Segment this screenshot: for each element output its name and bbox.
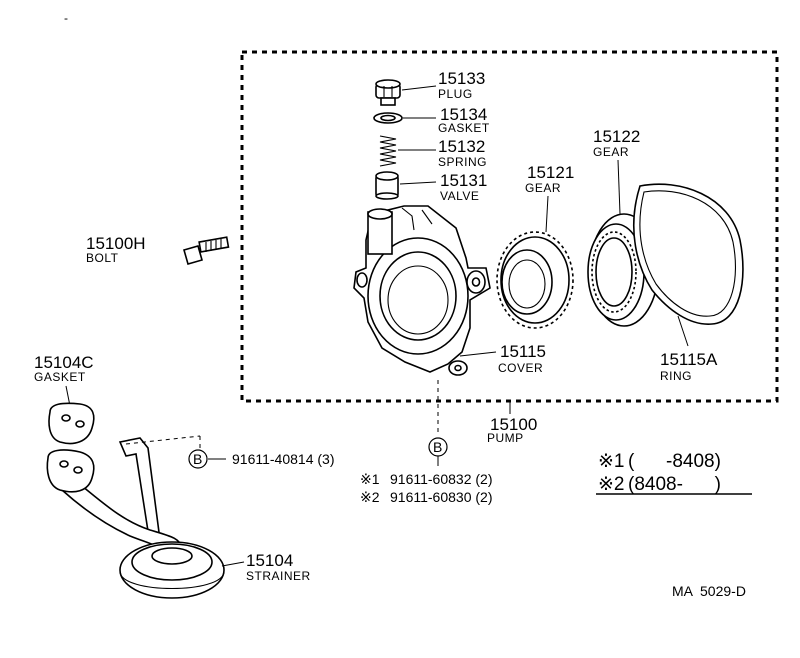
cover-part-name: COVER [498,361,543,375]
pump-bolt-part[interactable] [183,236,230,265]
drawing-code: MA 5029-D [672,583,746,599]
fastener-2-code: 91611-60830 (2) [390,489,492,505]
plug-gasket-number: 15134 [440,105,487,124]
driven-gear-part[interactable] [587,213,659,327]
strainer-part-number: 15104 [246,551,293,570]
fastener-1-mark: ※1 [360,471,380,487]
strainer-part-name: STRAINER [246,569,311,583]
plug-part[interactable] [375,79,401,106]
note-2-mark: ※2 [598,474,625,495]
driven-gear-leader [617,159,621,215]
pump-cover-part[interactable] [353,205,491,376]
note-1-range: ( -8408) [628,451,721,472]
valve-part-number: 15131 [440,171,487,190]
spring-part-name: SPRING [438,155,487,169]
fastener-0-code: 91611-40814 (3) [232,451,334,467]
valve-leader [399,181,437,185]
drive-gear-name: GEAR [525,181,561,195]
ring-leader [677,315,689,347]
driven-gear-number: 15122 [593,127,640,146]
svg-text:B: B [433,439,442,455]
spring-part-number: 15132 [438,137,485,156]
strainer-leader [221,561,245,567]
bolt-marker-b: B [428,437,448,457]
pump-assembly-boundary [240,50,779,403]
fastener-marker-b: B [188,449,208,469]
bolt-part-number: 15100H [86,234,146,253]
ring-part-number: 15115A [660,350,718,369]
plug-part-number: 15133 [438,69,485,88]
relief-valve-part[interactable] [375,171,399,200]
plug-gasket-part[interactable] [373,112,403,124]
fastener-2-mark: ※2 [360,489,380,505]
plug-leader [401,85,437,91]
relief-spring-part[interactable] [379,135,397,167]
valve-part-name: VALVE [440,189,479,203]
cover-leader [459,351,497,357]
strainer-gasket-number: 15104C [34,353,94,372]
assembly-number: 15100 [490,415,537,434]
o-ring-part[interactable] [633,183,744,325]
strainer-gasket-name: GASKET [34,370,86,384]
oil-strainer-part[interactable] [46,437,225,599]
plug-part-name: PLUG [438,87,473,101]
cover-part-number: 15115 [500,342,546,361]
driven-gear-name: GEAR [593,145,629,159]
drive-gear-leader [545,195,549,233]
note-1-mark: ※1 [598,451,625,472]
note-2-range: (8408- ) [628,474,721,495]
fastener-1-code: 91611-60832 (2) [390,471,492,487]
assembly-name: PUMP [487,431,524,445]
drive-gear-part[interactable] [496,231,574,329]
ring-part-name: RING [660,369,692,383]
strainer-gasket-part[interactable] [48,402,95,445]
plug-gasket-name: GASKET [438,121,490,135]
bolt-part-name: BOLT [86,251,119,265]
drive-gear-number: 15121 [527,163,574,182]
svg-text:B: B [193,451,202,467]
corner-mark: - [64,11,69,25]
